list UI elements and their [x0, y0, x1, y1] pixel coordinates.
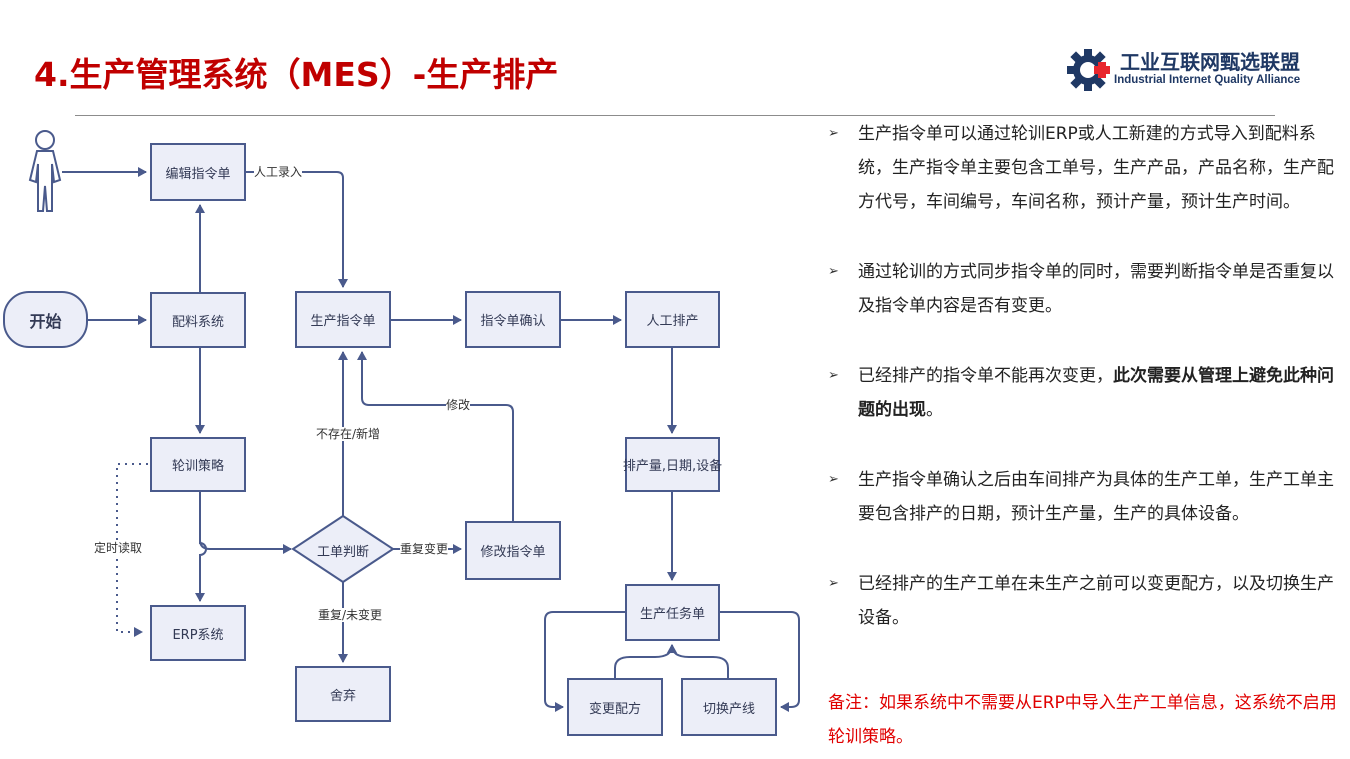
logo-chinese-text: 工业互联网甄选联盟: [1120, 50, 1300, 74]
node-production-task: 生产任务单: [625, 584, 720, 641]
decision-label: 工单判断: [316, 545, 369, 560]
flow-diagram-connectors: [28, 130, 800, 712]
arrowhead-bullet-icon: ➢: [828, 368, 839, 383]
label-not-exist-new: 不存在/新增: [316, 427, 381, 441]
alliance-logo: 工业互联网甄选联盟 Industrial Internet Quality Al…: [1064, 42, 1334, 98]
node-modify-order: 修改指令单: [465, 521, 561, 580]
node-switch-line: 切换产线: [681, 678, 777, 736]
node-order-confirm: 指令单确认: [465, 291, 561, 348]
arrowhead-bullet-icon: ➢: [828, 264, 839, 279]
person-icon: [28, 130, 62, 212]
bullet-item: ➢ 已经排产的生产工单在未生产之前可以变更配方，以及切换生产设备。: [828, 567, 1343, 635]
node-batching-system: 配料系统: [150, 292, 246, 348]
gear-icon: [1067, 49, 1110, 91]
logo-english-text: Industrial Internet Quality Alliance: [1114, 74, 1301, 86]
label-repeat-unchanged: 重复/未变更: [318, 608, 383, 622]
node-schedule-details: 排产量,日期,设备: [623, 437, 722, 492]
note-text: 备注：如果系统中不需要从ERP中导入生产工单信息，这系统不启用轮训策略。: [828, 693, 1337, 747]
node-discard: 舍弃: [295, 666, 391, 722]
bullet-item: ➢ 生产指令单确认之后由车间排产为具体的生产工单，生产工单主要包含排产的日期，预…: [828, 463, 1343, 531]
bullet-item: ➢ 已经排产的指令单不能再次变更，此次需要从管理上避免此种问题的出现。: [828, 359, 1343, 427]
page-title: 4.生产管理系统（MES）-生产排产: [34, 55, 559, 94]
bullet-list: ➢ 生产指令单可以通过轮训ERP或人工新建的方式导入到配料系统，生产指令单主要包…: [828, 117, 1343, 671]
bullet-item: ➢ 通过轮训的方式同步指令单的同时，需要判断指令单是否重复以及指令单内容是否有变…: [828, 255, 1343, 323]
node-change-recipe: 变更配方: [567, 678, 663, 736]
start-node: 开始: [3, 291, 88, 348]
arrowhead-bullet-icon: ➢: [828, 576, 839, 591]
decision-diamond: [291, 514, 395, 584]
arrowhead-bullet-icon: ➢: [828, 472, 839, 487]
node-erp-system: ERP系统: [150, 605, 246, 661]
label-modify: 修改: [446, 398, 471, 412]
arrowhead-bullet-icon: ➢: [828, 126, 839, 141]
title-divider: [75, 115, 1275, 116]
node-production-order: 生产指令单: [295, 291, 391, 348]
bullet-item: ➢ 生产指令单可以通过轮训ERP或人工新建的方式导入到配料系统，生产指令单主要包…: [828, 117, 1343, 219]
node-edit-order: 编辑指令单: [150, 143, 246, 201]
label-manual-entry: 人工录入: [254, 165, 303, 179]
label-timed-read: 定时读取: [94, 541, 143, 555]
label-repeat-changed: 重复变更: [400, 542, 449, 556]
node-manual-scheduling: 人工排产: [625, 291, 720, 348]
node-polling-strategy: 轮训策略: [150, 437, 246, 492]
